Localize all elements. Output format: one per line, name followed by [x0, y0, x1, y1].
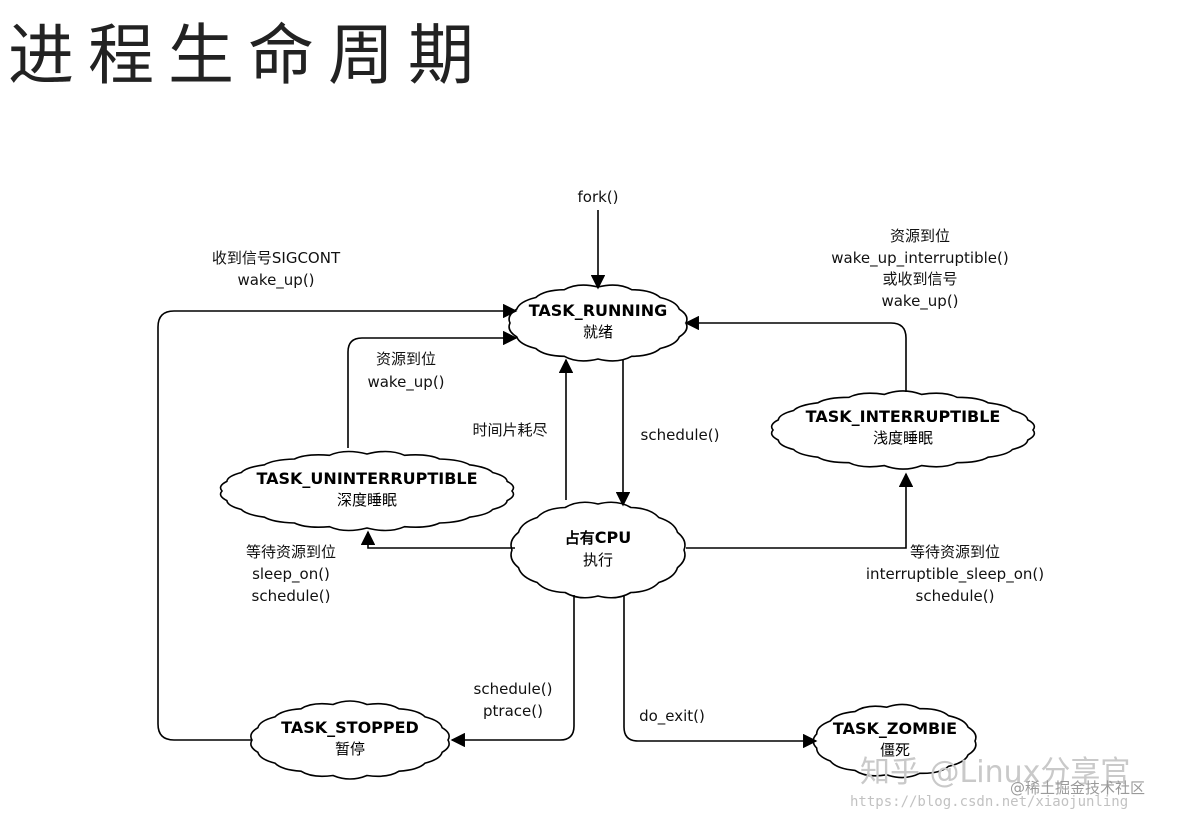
label-timeslice: 时间片耗尽	[472, 421, 547, 439]
label-int-wake-3: 或收到信号	[882, 270, 957, 288]
state-zombie-sub: 僵死	[880, 741, 910, 759]
state-interruptible-cloud	[770, 390, 1036, 470]
label-sleep-1: 等待资源到位	[246, 543, 336, 561]
label-sigcont-1: 收到信号SIGCONT	[212, 249, 341, 267]
state-zombie-name: TASK_ZOMBIE	[833, 719, 957, 738]
state-uninterruptible-cloud	[219, 450, 515, 532]
edge-stop	[450, 595, 575, 748]
watermark-zhihu: 知乎 @Linux分享官	[860, 755, 1130, 790]
label-sleep-2: sleep_on()	[252, 565, 330, 584]
label-unint-wake-2: wake_up()	[367, 373, 444, 392]
state-cpu-prefix: 占有	[565, 529, 595, 547]
edge-sleep-on	[360, 530, 515, 549]
state-stopped-name: TASK_STOPPED	[281, 718, 419, 737]
edge-exit	[623, 595, 818, 749]
label-int-wake-4: wake_up()	[881, 292, 958, 311]
edge-sigcont	[157, 303, 518, 741]
state-cpu-sub: 执行	[583, 551, 613, 569]
state-cpu-name: 占有CPU	[565, 528, 631, 547]
edge-int-sleep	[686, 472, 914, 549]
edge-unint-wake	[347, 330, 518, 448]
label-sigcont-2: wake_up()	[237, 271, 314, 290]
state-cpu-cloud	[510, 501, 686, 599]
state-interruptible-sub: 浅度睡眠	[873, 429, 933, 447]
label-unint-wake-1: 资源到位	[376, 350, 436, 368]
page-title: 进程生命周期	[8, 17, 488, 94]
state-interruptible-name: TASK_INTERRUPTIBLE	[806, 407, 1001, 426]
label-stop-1: schedule()	[474, 680, 553, 698]
label-sleep-3: schedule()	[252, 587, 331, 605]
label-exit: do_exit()	[639, 707, 705, 726]
edge-int-wake	[684, 315, 907, 392]
state-running-name: TASK_RUNNING	[529, 301, 668, 320]
label-int-wake-2: wake_up_interruptible()	[831, 249, 1008, 268]
label-schedule: schedule()	[641, 426, 720, 444]
label-int-wake-1: 资源到位	[890, 227, 950, 245]
label-isleep-3: schedule()	[916, 587, 995, 605]
state-uninterruptible-sub: 深度睡眠	[337, 491, 397, 509]
state-uninterruptible-name: TASK_UNINTERRUPTIBLE	[256, 469, 477, 488]
state-running-sub: 就绪	[583, 323, 613, 341]
state-stopped-sub: 暂停	[335, 740, 365, 758]
watermark-url: https://blog.csdn.net/xiaojunling	[850, 794, 1128, 810]
label-isleep-2: interruptible_sleep_on()	[866, 565, 1044, 584]
watermark-juejin: @稀土掘金技术社区	[1010, 779, 1145, 797]
label-fork: fork()	[577, 188, 618, 206]
state-cpu-label: CPU	[595, 528, 631, 547]
label-stop-2: ptrace()	[483, 702, 543, 720]
state-running-cloud	[508, 284, 688, 362]
label-isleep-1: 等待资源到位	[910, 543, 1000, 561]
